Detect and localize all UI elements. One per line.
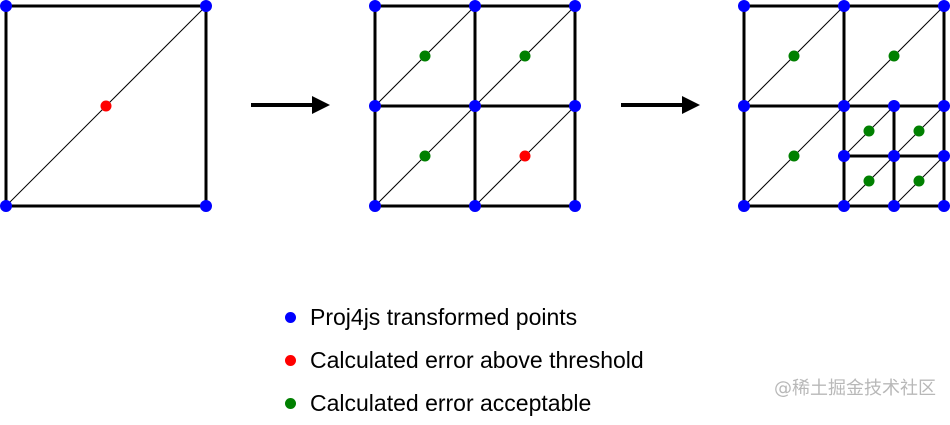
blue-dot-icon [369, 100, 381, 112]
green-dot-icon [419, 50, 431, 62]
grid-cell [473, 104, 577, 208]
blue-dot-icon [569, 0, 581, 12]
blue-dot-icon [369, 0, 381, 12]
blue-dot-icon [738, 200, 750, 212]
arrow-icon [621, 96, 700, 114]
blue-dot-icon [938, 150, 950, 162]
legend-item-acceptable: Calculated error acceptable [285, 382, 644, 425]
blue-dot-icon [838, 100, 850, 112]
step-3-grid [738, 0, 950, 212]
legend: Proj4js transformed points Calculated er… [285, 296, 644, 425]
blue-dot-icon [285, 312, 296, 323]
red-dot-icon [285, 355, 296, 366]
watermark: @稀土掘金技术社区 [774, 378, 936, 399]
grid-cell [892, 154, 946, 208]
blue-dot-icon [838, 200, 850, 212]
blue-dot-icon [938, 100, 950, 112]
green-dot-icon [888, 50, 900, 62]
blue-dot-icon [888, 200, 900, 212]
blue-dot-icon [888, 150, 900, 162]
green-dot-icon [285, 398, 296, 409]
legend-item-above-threshold: Calculated error above threshold [285, 339, 644, 382]
red-dot-icon [100, 100, 112, 112]
blue-dot-icon [569, 100, 581, 112]
legend-label: Proj4js transformed points [310, 304, 578, 330]
blue-dot-icon [469, 0, 481, 12]
green-dot-icon [863, 125, 875, 137]
green-dot-icon [913, 175, 925, 187]
blue-dot-icon [888, 100, 900, 112]
blue-dot-icon [738, 100, 750, 112]
green-dot-icon [419, 150, 431, 162]
blue-dot-icon [469, 100, 481, 112]
legend-label: Calculated error above threshold [310, 347, 644, 373]
blue-dot-icon [0, 200, 12, 212]
green-dot-icon [863, 175, 875, 187]
green-dot-icon [788, 150, 800, 162]
blue-dot-icon [369, 200, 381, 212]
blue-dot-icon [569, 200, 581, 212]
blue-dot-icon [738, 0, 750, 12]
blue-dot-icon [0, 0, 12, 12]
green-dot-icon [519, 50, 531, 62]
green-dot-icon [788, 50, 800, 62]
legend-label: Calculated error acceptable [310, 390, 592, 416]
blue-dot-icon [838, 150, 850, 162]
blue-dot-icon [200, 200, 212, 212]
step-2-grid [369, 0, 581, 212]
step-1-grid [0, 0, 212, 212]
red-dot-icon [519, 150, 531, 162]
blue-dot-icon [200, 0, 212, 12]
blue-dot-icon [938, 0, 950, 12]
subdivision-diagram [0, 0, 950, 212]
legend-item-transformed: Proj4js transformed points [285, 296, 644, 339]
blue-dot-icon [469, 200, 481, 212]
grid-cell [4, 4, 208, 208]
green-dot-icon [913, 125, 925, 137]
blue-dot-icon [838, 0, 850, 12]
arrow-icon [251, 96, 330, 114]
blue-dot-icon [938, 200, 950, 212]
